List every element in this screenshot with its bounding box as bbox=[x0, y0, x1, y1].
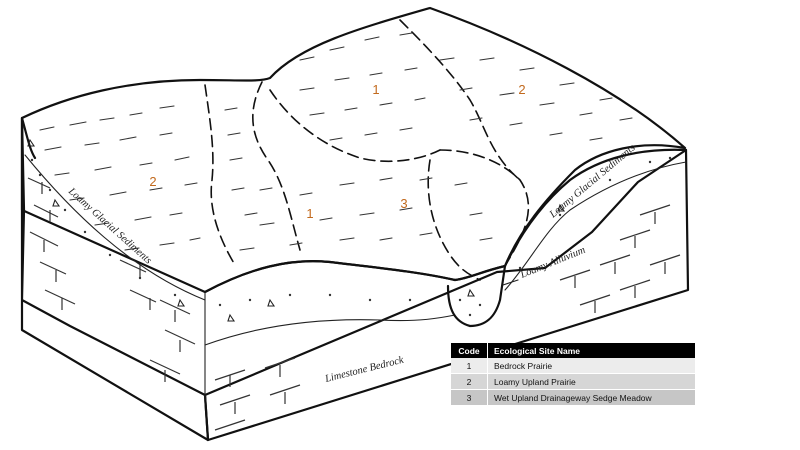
front-soil-base bbox=[204, 314, 456, 346]
legend-site-name: Loamy Upland Prairie bbox=[487, 373, 695, 390]
label-alluvium: Loamy Alluvium bbox=[518, 245, 587, 282]
code-mid-1: 1 bbox=[306, 206, 313, 221]
legend-table: Code Ecological Site Name 1 Bedrock Prai… bbox=[451, 343, 695, 405]
boundary-mid-left bbox=[252, 81, 301, 251]
legend-row: 2 Loamy Upland Prairie bbox=[451, 373, 695, 390]
boundary-top-right bbox=[399, 19, 521, 181]
boundary-knob bbox=[269, 89, 441, 163]
legend-header-name: Ecological Site Name bbox=[487, 343, 695, 358]
block-left-face bbox=[20, 116, 210, 442]
bedrock-bricks-left bbox=[27, 177, 196, 382]
left-soil-base bbox=[24, 154, 206, 301]
legend-row: 3 Wet Upland Drainageway Sedge Meadow bbox=[451, 389, 695, 405]
alluvium-pocket bbox=[446, 264, 507, 328]
legend-code: 3 bbox=[451, 389, 488, 405]
sediment-stipple bbox=[27, 138, 672, 322]
front-soil-top bbox=[203, 260, 507, 294]
legend-site-name: Wet Upland Drainageway Sedge Meadow bbox=[487, 389, 695, 405]
left-soil-top bbox=[20, 116, 37, 160]
code-top-1: 1 bbox=[372, 82, 379, 97]
right-soil-base bbox=[504, 161, 687, 291]
bedrock-bricks-right bbox=[214, 204, 681, 431]
legend-row: 1 Bedrock Prairie bbox=[451, 358, 695, 374]
boundary-right-channel bbox=[439, 149, 530, 267]
legend-header-row: Code Ecological Site Name bbox=[451, 343, 695, 358]
land-surface-outline bbox=[20, 6, 687, 294]
label-right-sediments: Loamy Glacial Sediments bbox=[547, 143, 637, 221]
boundary-left bbox=[204, 84, 236, 266]
legend-header-code: Code bbox=[451, 343, 488, 358]
code-mid-3: 3 bbox=[400, 196, 407, 211]
code-right-2: 2 bbox=[518, 82, 525, 97]
legend-code: 2 bbox=[451, 373, 488, 390]
legend-site-name: Bedrock Prairie bbox=[487, 358, 695, 374]
legend-code: 1 bbox=[451, 358, 488, 374]
alluvium-leader bbox=[502, 279, 519, 286]
label-bedrock: Limestone Bedrock bbox=[323, 355, 405, 385]
surface-hatching bbox=[39, 32, 633, 251]
code-left-2: 2 bbox=[149, 174, 156, 189]
boundary-center bbox=[427, 159, 481, 281]
